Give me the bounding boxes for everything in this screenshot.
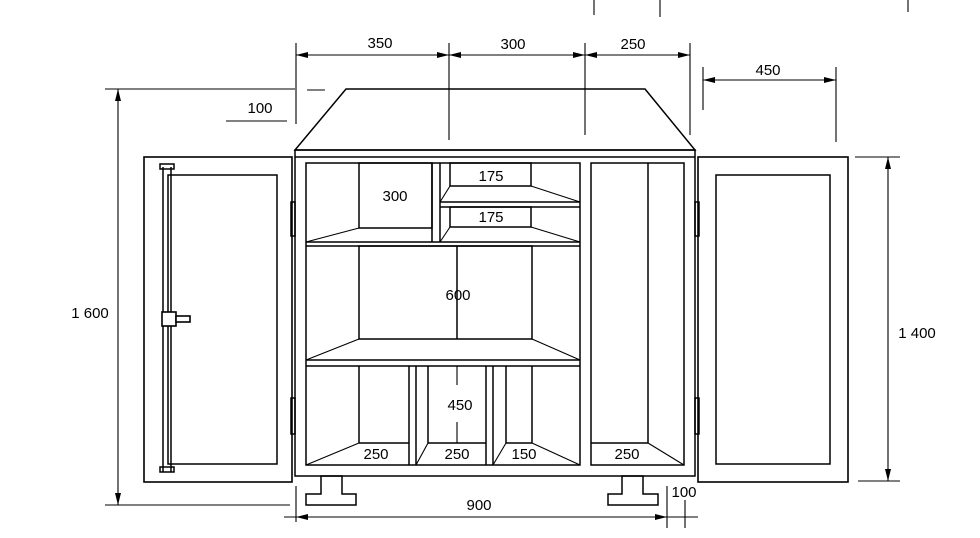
label-top-middle-width: 300: [500, 36, 525, 53]
label-upper-mid-top: 175: [478, 168, 503, 185]
cabinet-body: [290, 149, 700, 506]
dimension-top-chain: [295, 43, 691, 140]
label-lower-3: 150: [511, 446, 536, 463]
label-top-left-width: 350: [367, 35, 392, 52]
label-lower-1: 250: [363, 446, 388, 463]
door-handle: [161, 311, 191, 327]
label-overall-height: 1 600: [71, 305, 109, 322]
label-middle: 600: [445, 287, 470, 304]
compartment-lower: [305, 366, 581, 466]
dimension-bottom-width: [284, 486, 698, 528]
label-foot-offset: 100: [671, 484, 696, 501]
cabinet-roof: [293, 88, 697, 151]
label-body-height: 1 400: [898, 325, 936, 342]
label-roof-offset: 100: [247, 100, 272, 117]
label-right-column: 250: [614, 446, 639, 463]
label-upper-mid-bottom: 175: [478, 209, 503, 226]
compartment-upper-mid: [431, 162, 581, 243]
dimension-overall-height: [105, 88, 295, 506]
right-door: [697, 156, 849, 483]
label-right-door-width: 450: [755, 62, 780, 79]
compartment-right-column: [590, 162, 685, 466]
compartment-middle: [305, 245, 581, 361]
label-lower-2: 250: [444, 446, 469, 463]
dimension-right-door: [702, 67, 837, 142]
top-edge-marks: [593, 0, 909, 17]
label-upper-left: 300: [382, 188, 407, 205]
label-lower-center: 450: [447, 397, 472, 414]
label-top-right-width: 250: [620, 36, 645, 53]
compartment-upper-left: [305, 162, 433, 243]
left-door: [143, 156, 293, 483]
cabinet-feet: [305, 475, 659, 506]
dimension-body-height: [855, 156, 900, 482]
label-body-width: 900: [466, 497, 491, 514]
